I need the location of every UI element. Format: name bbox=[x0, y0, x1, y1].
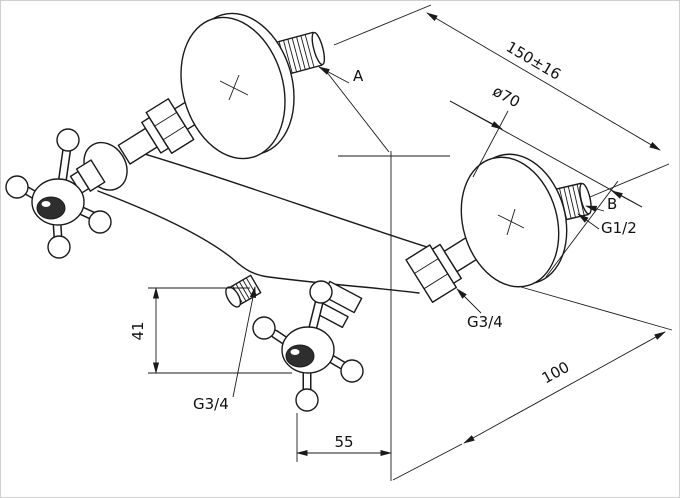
g12-label: G1/2 bbox=[601, 219, 637, 237]
label-a: A bbox=[353, 67, 364, 85]
dim-100-label: 100 bbox=[539, 358, 573, 388]
centerline bbox=[325, 70, 450, 481]
dim-41-label: 41 bbox=[129, 321, 147, 340]
handle-left bbox=[5, 128, 112, 259]
g34-union-label: G3/4 bbox=[467, 313, 503, 331]
dimension-lines bbox=[148, 4, 673, 481]
label-b: B bbox=[607, 195, 617, 213]
wall-flange-upper bbox=[180, 12, 295, 160]
dim-55-label: 55 bbox=[334, 433, 353, 451]
g34-outlet-label: G3/4 bbox=[193, 395, 229, 413]
outlet-spout bbox=[225, 274, 262, 308]
handle-bottom bbox=[252, 280, 364, 412]
wall-flange-lower bbox=[460, 153, 568, 288]
faucet-body bbox=[97, 146, 428, 294]
dim-150-label: 150±16 bbox=[503, 38, 564, 84]
union-left bbox=[69, 93, 212, 195]
dia-70-label: ø70 bbox=[490, 82, 523, 111]
